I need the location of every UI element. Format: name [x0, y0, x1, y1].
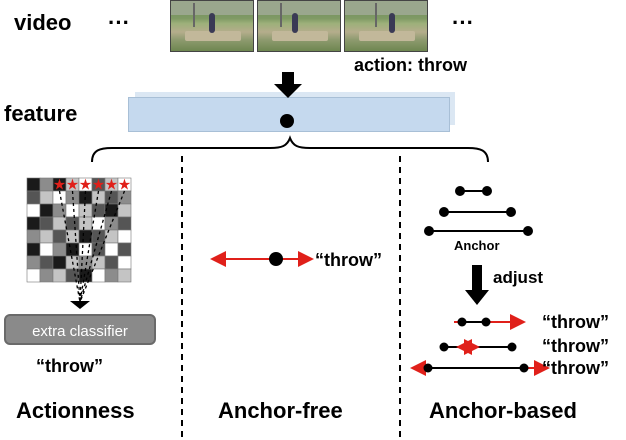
grid-cell [65, 216, 80, 231]
grid-cell [39, 190, 54, 205]
adjust-arrow [465, 265, 489, 305]
pooling-line [58, 190, 81, 303]
anchors [424, 186, 533, 236]
pooling-line [79, 190, 87, 303]
grid-cell [39, 268, 54, 283]
star-marker: ★ [66, 176, 79, 194]
grid-cell [117, 242, 132, 257]
grid-cell [65, 242, 80, 257]
grid-cell [78, 216, 93, 231]
grid-cell [26, 216, 41, 231]
anchor-free-title: Anchor-free [218, 398, 343, 423]
anchor-based-title: Anchor-based [429, 398, 577, 423]
actionness-throw-label: “throw” [36, 356, 103, 376]
grid-cell [39, 177, 54, 192]
grid-cell [52, 216, 67, 231]
adjusted-anchor-2 [439, 339, 517, 355]
video-frame-2 [257, 0, 341, 52]
video-frame-3 [344, 0, 428, 52]
grid-cell [26, 229, 41, 244]
grid-cell [65, 229, 80, 244]
grid-cell [104, 216, 119, 231]
grid-cell [26, 177, 41, 192]
grid-cell [117, 255, 132, 270]
grid-cell [26, 268, 41, 283]
grid-cell [78, 203, 93, 218]
grid-cell [52, 255, 67, 270]
anchor-free-throw-label: “throw” [315, 250, 382, 270]
adjusted-anchor-3 [410, 360, 550, 376]
anchor-based-throw-label-3: “throw” [542, 358, 609, 378]
grid-cell [117, 229, 132, 244]
grid-cell [91, 242, 106, 257]
grid-cell [52, 242, 67, 257]
pooling-line [79, 190, 100, 303]
anchor-free-prediction [210, 251, 314, 267]
video-frame-1 [170, 0, 254, 52]
grid-cell [39, 216, 54, 231]
grid-cell [104, 255, 119, 270]
grid-cell [26, 190, 41, 205]
feature-brace [91, 135, 489, 163]
grid-cell [26, 242, 41, 257]
grid-cell [104, 268, 119, 283]
grid-cell [65, 203, 80, 218]
grid-cell [91, 216, 106, 231]
adjust-label: adjust [493, 268, 544, 287]
grid-cell [117, 216, 132, 231]
star-marker: ★ [92, 176, 105, 194]
frames-left-ellipsis: ··· [108, 10, 130, 35]
adjusted-anchor-1 [454, 314, 526, 330]
star-marker: ★ [53, 176, 66, 194]
actionness-grid: ★★★★★★ [26, 176, 132, 283]
grid-cell [91, 268, 106, 283]
star-marker: ★ [105, 176, 118, 194]
extra-classifier-box: extra classifier [4, 314, 156, 345]
grid-cell [52, 229, 67, 244]
grid-cell [91, 229, 106, 244]
video-label: video [14, 10, 72, 35]
grid-cell [26, 255, 41, 270]
grid-cell [65, 268, 80, 283]
pooling-line [79, 190, 126, 303]
pooling-line [71, 190, 81, 303]
pooling-lines [58, 190, 126, 303]
pooling-line [79, 190, 113, 303]
star-marker: ★ [118, 176, 131, 194]
action-label: action: throw [354, 55, 467, 75]
grid-cell [39, 229, 54, 244]
grid-cell [39, 203, 54, 218]
grid-cell [52, 268, 67, 283]
pooling-tip [70, 301, 90, 309]
grid-cell [117, 268, 132, 283]
grid-cell [104, 203, 119, 218]
anchor-based-throw-label-1: “throw” [542, 312, 609, 332]
grid-cell [104, 242, 119, 257]
actionness-title: Actionness [16, 398, 135, 423]
frames-right-ellipsis: ··· [452, 10, 474, 35]
anchor-label: Anchor [454, 238, 500, 253]
grid-cell [91, 255, 106, 270]
star-marker: ★ [79, 176, 92, 194]
grid-cell [39, 255, 54, 270]
feature-dot [280, 114, 294, 128]
grid-cell [26, 203, 41, 218]
video-to-feature-arrow [274, 72, 302, 98]
grid-cell [39, 242, 54, 257]
anchor-based-throw-label-2: “throw” [542, 336, 609, 356]
grid-cell [117, 203, 132, 218]
feature-label: feature [4, 101, 78, 126]
